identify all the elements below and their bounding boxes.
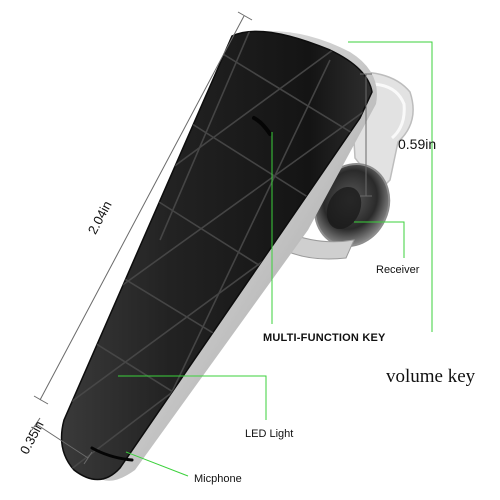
multi-function-key-label: MULTI-FUNCTION KEY	[263, 332, 386, 344]
led-light-label: LED Light	[245, 428, 294, 440]
microphone-label: Micphone	[194, 473, 242, 485]
receiver-label: Receiver	[376, 264, 420, 276]
tip-dimension-label: 0.59in	[398, 136, 437, 152]
microphone-slot	[90, 446, 134, 462]
callout-lines	[118, 41, 433, 477]
multi-function-key	[252, 116, 272, 136]
volume-key-label: volume key	[386, 366, 476, 387]
headset-body	[60, 30, 373, 481]
dimension-lines	[31, 11, 372, 465]
